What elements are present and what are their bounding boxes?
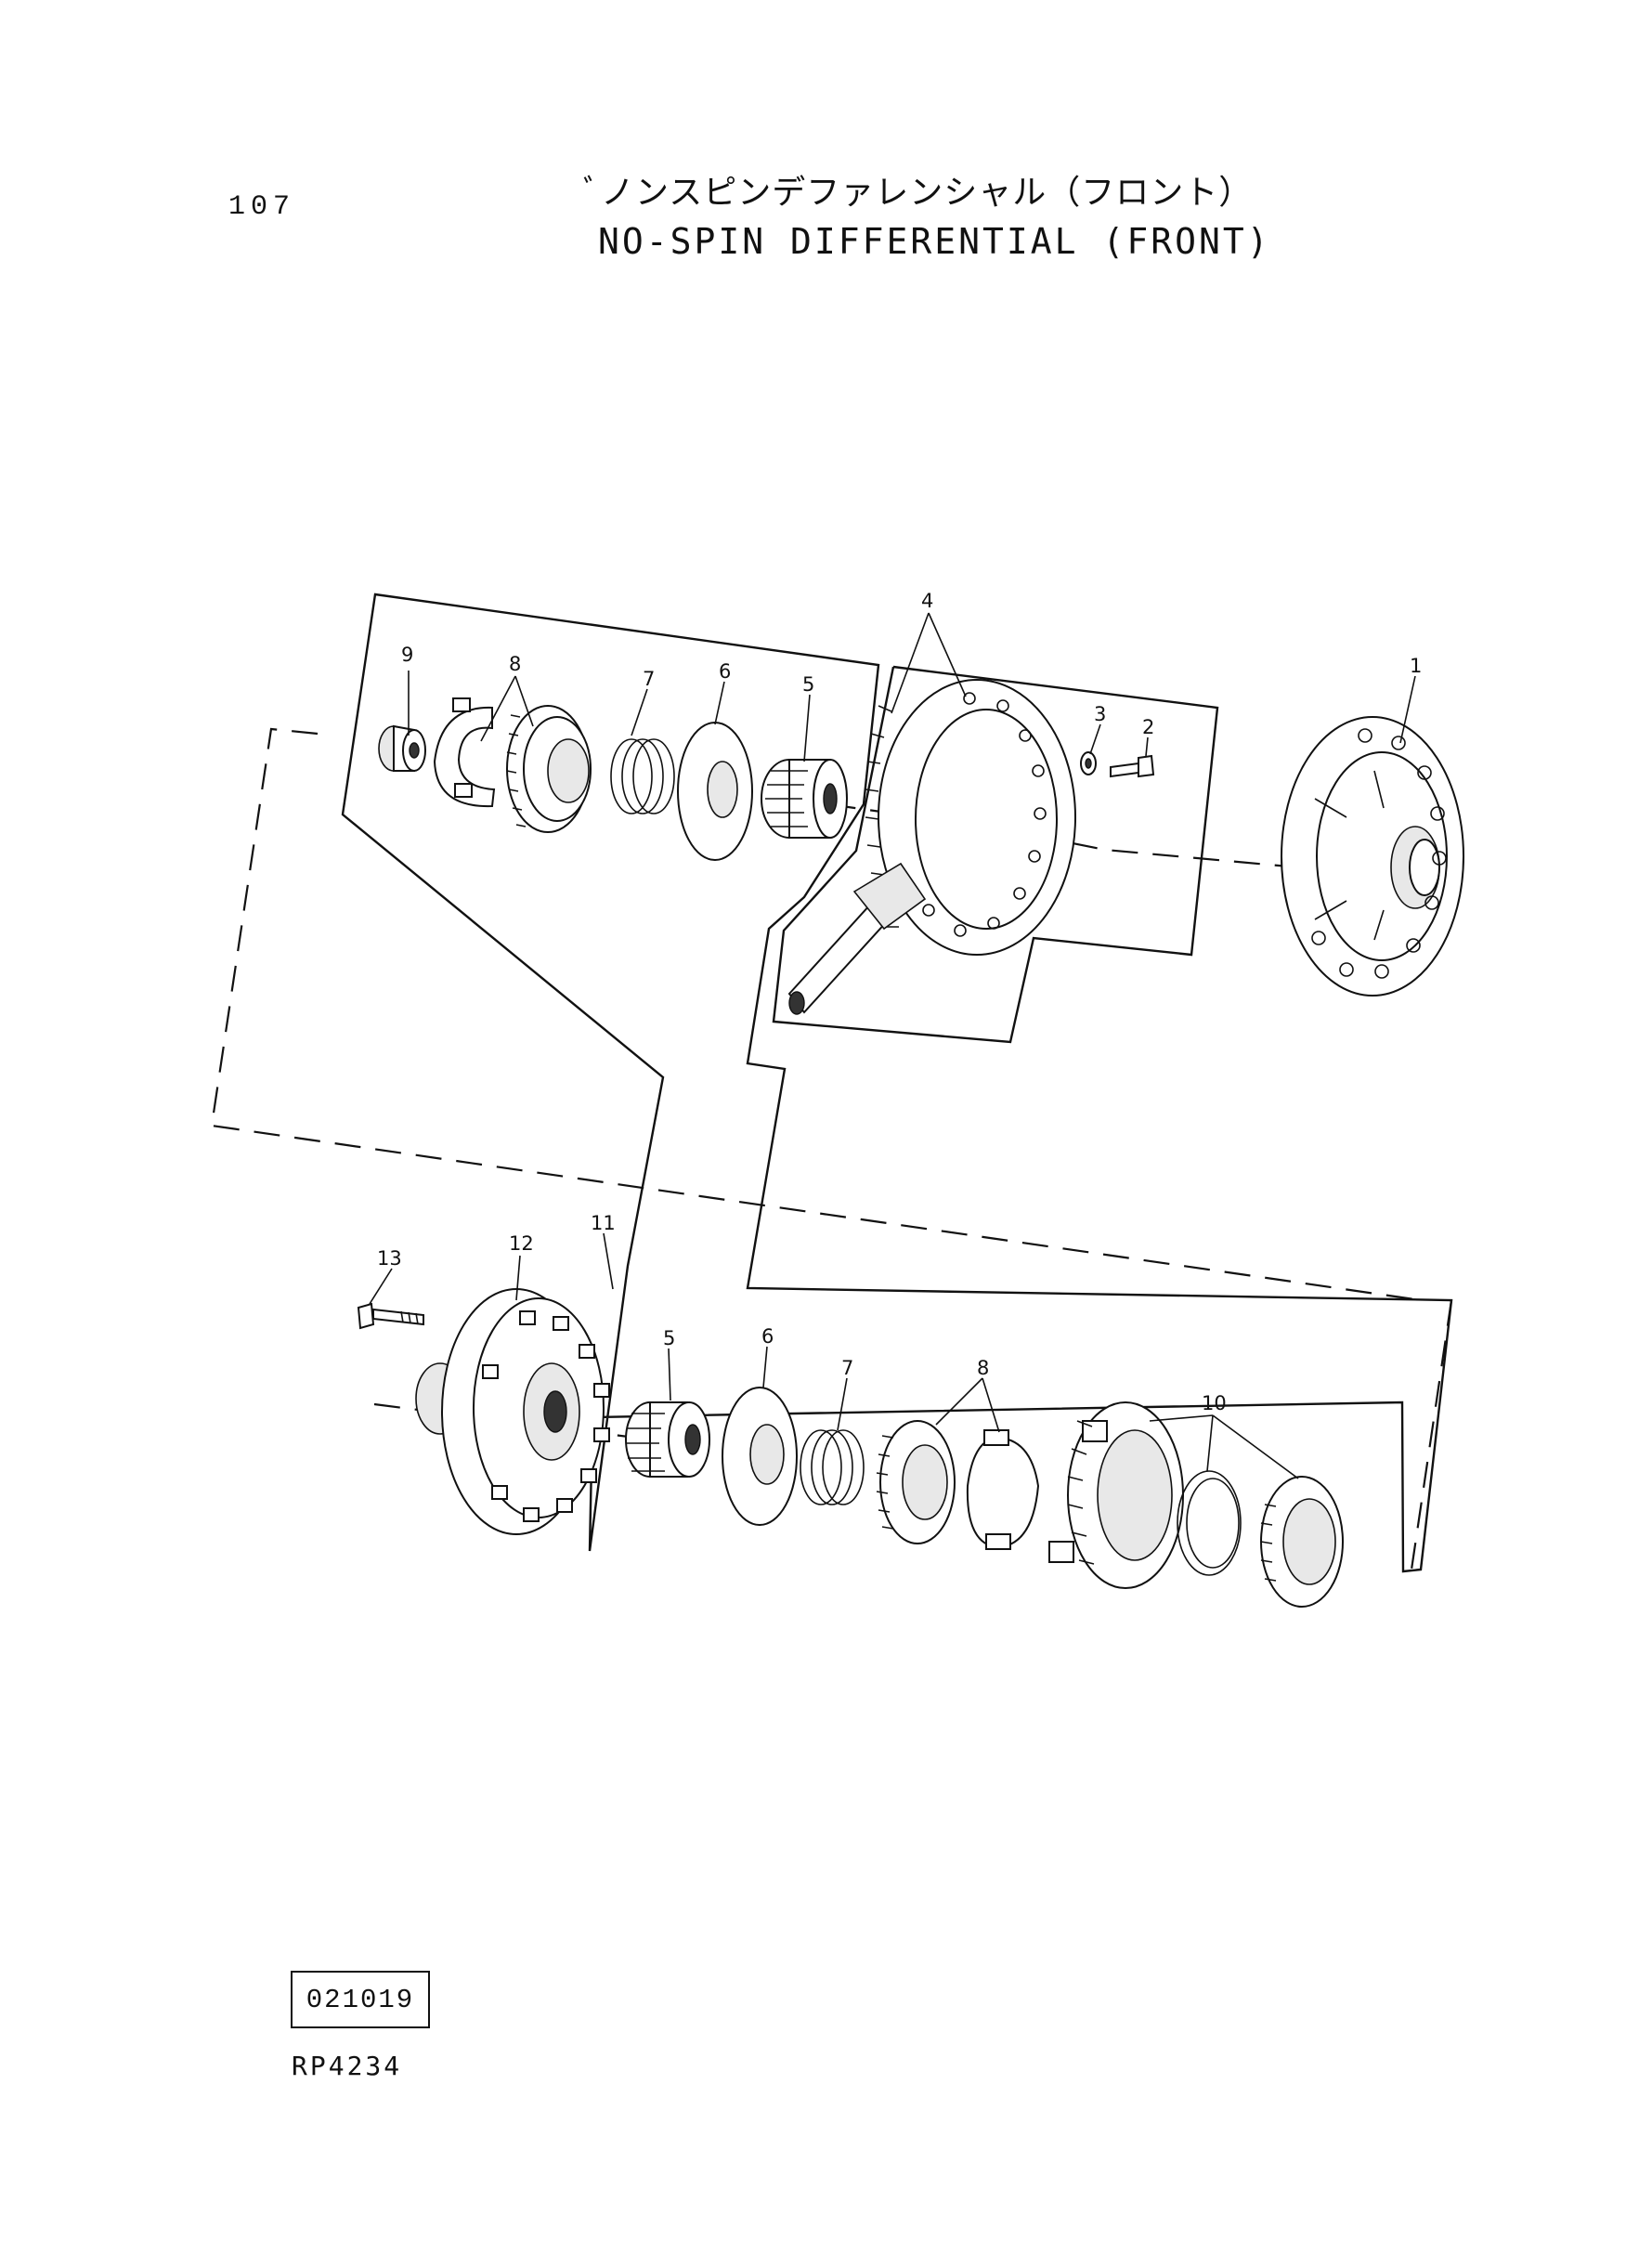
page-number: 107 — [228, 191, 296, 223]
callout-6-lower: 6 — [761, 1325, 774, 1348]
part-7-spring-upper — [610, 738, 675, 814]
callout-9: 9 — [401, 644, 413, 666]
part-10-center-cam — [1260, 1476, 1344, 1608]
title-english: NO-SPIN DIFFERENTIAL (FRONT) — [598, 221, 1271, 262]
part-8-clutch-ring-upper — [433, 697, 496, 808]
group-outline-upper-right — [772, 665, 1219, 1044]
part-9-bushing — [378, 724, 426, 772]
callout-3: 3 — [1094, 703, 1106, 725]
callout-10: 10 — [1202, 1392, 1227, 1414]
callout-5-upper: 5 — [802, 673, 814, 696]
part-6-retainer-lower — [722, 1387, 798, 1526]
part-8-clutch-ring-lower — [966, 1429, 1040, 1550]
part-7-spring-lower — [800, 1429, 865, 1505]
callout-5-lower: 5 — [663, 1327, 675, 1349]
part-6-retainer-upper — [677, 722, 753, 861]
callout-7-upper: 7 — [643, 668, 655, 690]
callout-8-upper: 8 — [509, 653, 521, 675]
group-outline-upper-left — [341, 593, 1453, 1573]
part-12-case-half — [415, 1288, 610, 1535]
part-4-ring-gear — [865, 679, 1076, 956]
reference-code: RP4234 — [292, 2051, 403, 2081]
part-13-bolt — [357, 1302, 424, 1330]
part-10-spider — [1048, 1401, 1184, 1589]
title-japanese: ﾞノンスピンデファレンシャル（フロント） — [583, 174, 1254, 212]
part-10-snap-ring — [1177, 1470, 1242, 1576]
callout-8-lower: 8 — [977, 1357, 989, 1379]
part-2-bolt — [1110, 754, 1155, 778]
part-5-side-gear-upper — [761, 759, 848, 839]
callout-7-lower: 7 — [841, 1357, 853, 1379]
part-5-side-gear-lower — [625, 1401, 710, 1478]
callout-11: 11 — [591, 1212, 616, 1234]
part-8-clutch-gear-lower — [876, 1420, 956, 1544]
callout-13: 13 — [377, 1247, 402, 1270]
callout-1: 1 — [1410, 655, 1422, 677]
callout-12: 12 — [509, 1232, 534, 1255]
part-4-pinion-shaft — [787, 862, 927, 1015]
part-8-clutch-gear-upper — [506, 705, 592, 833]
part-1-differential-case — [1281, 716, 1464, 997]
part-3-washer — [1080, 751, 1097, 775]
leader-lines — [369, 612, 1416, 1479]
dashed-line-right — [1410, 1299, 1453, 1570]
callout-4: 4 — [921, 590, 933, 612]
callout-2: 2 — [1142, 716, 1154, 738]
dashed-line-left-loop — [210, 727, 1422, 1302]
diagram-code-box: 021019 — [291, 1971, 430, 2028]
callout-6-upper: 6 — [719, 660, 731, 683]
